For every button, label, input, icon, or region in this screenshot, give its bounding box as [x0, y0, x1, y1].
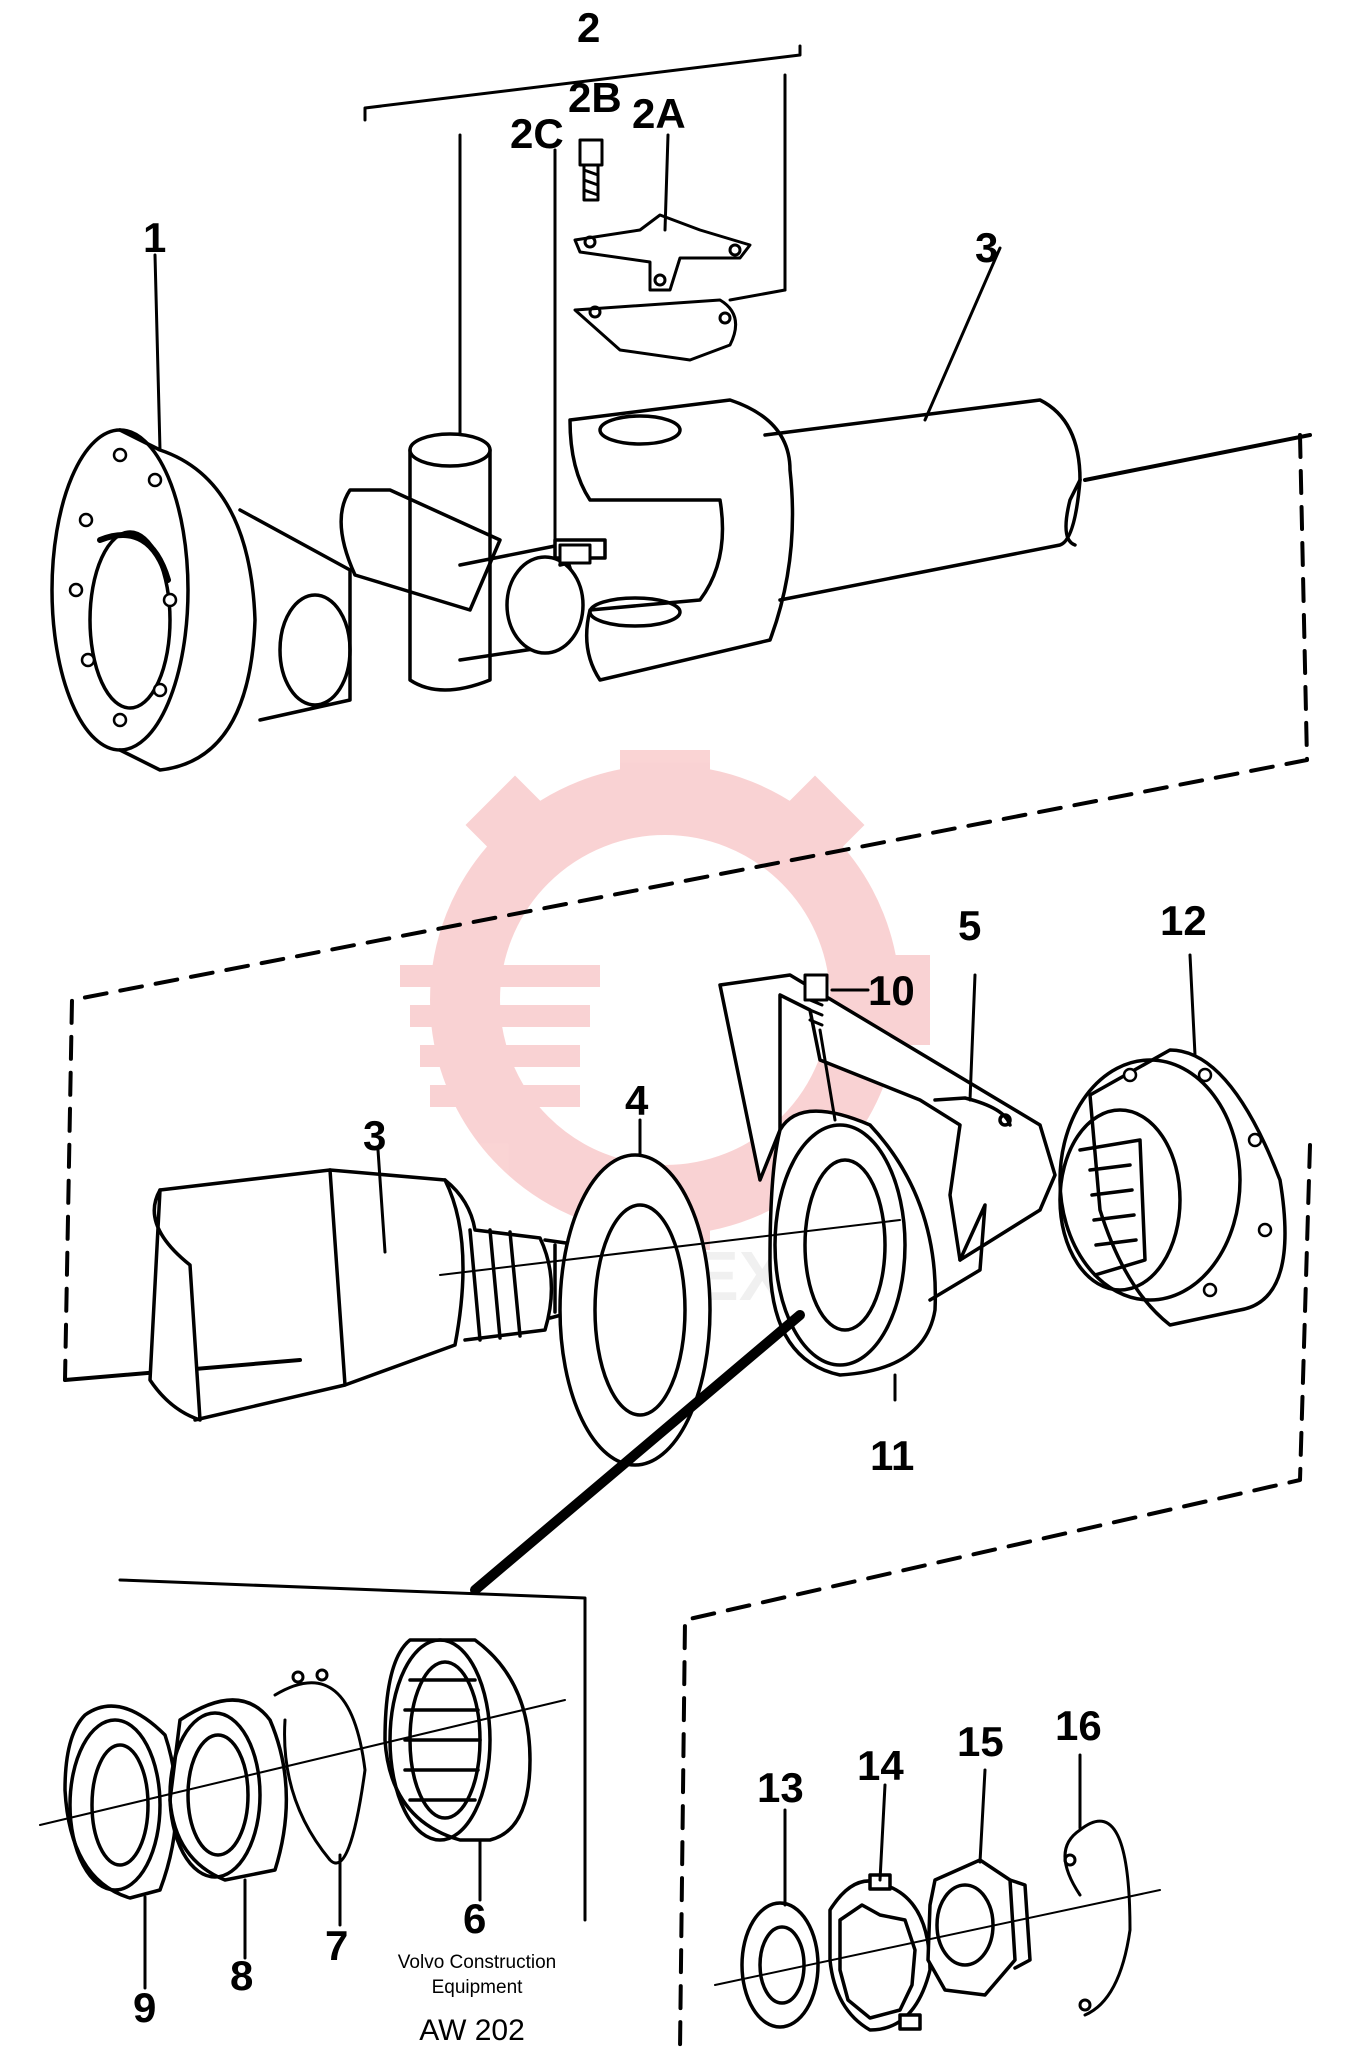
- axis-line-bottom: [714, 1889, 1161, 1986]
- callout-11: 11: [870, 1432, 914, 1479]
- leader-12: [1188, 953, 1197, 1057]
- callout-labels: 2 2B 2A 2C 1 3 5 12 10 3 4 11 16 15 14 1…: [133, 4, 1207, 2031]
- bearing-bracket-5: [718, 973, 1057, 1262]
- dashed-center-line: [63, 433, 1312, 2052]
- callout-16: 16: [1055, 1702, 1102, 1749]
- callout-2c: 2C: [510, 110, 564, 157]
- callout-1: 1: [143, 214, 166, 261]
- output-flange-12: [1058, 1048, 1287, 1327]
- callout-3-mid: 3: [363, 1112, 386, 1159]
- callout-4: 4: [625, 1077, 649, 1124]
- diagram-code: AW 202: [419, 2014, 525, 2047]
- callout-5: 5: [958, 902, 981, 949]
- axis-line-detail: [39, 1699, 566, 1826]
- credit-line-2: Equipment: [432, 1977, 524, 1998]
- callout-8: 8: [230, 1952, 253, 1999]
- callout-10: 10: [868, 967, 915, 1014]
- callout-14: 14: [857, 1742, 904, 1789]
- callout-6: 6: [463, 1895, 486, 1942]
- grease-nipple-10: [803, 973, 837, 1122]
- leader-3-mid: [376, 1148, 387, 1254]
- callout-2: 2: [577, 4, 600, 51]
- lock-plate-2a: [573, 213, 752, 292]
- group-bracket-2: [363, 44, 802, 122]
- detail-pointer: [470, 1310, 805, 1595]
- callout-2a: 2A: [632, 90, 686, 137]
- hex-nut-15: [926, 1858, 1032, 1997]
- callout-13: 13: [757, 1764, 804, 1811]
- roller-bearing-6: [383, 1638, 532, 1842]
- callout-2b: 2B: [568, 74, 622, 121]
- leader-1: [153, 253, 162, 452]
- splined-shaft-3-mid: [148, 1168, 587, 1422]
- leader-14: [878, 1783, 887, 1882]
- leader-3-top: [923, 246, 1002, 422]
- circlip-7: [273, 1668, 367, 1865]
- credit-block: Volvo Construction Equipment AW 202: [398, 1952, 556, 2047]
- seal-9: [63, 1704, 179, 1900]
- grease-nipple-2c: [558, 543, 592, 565]
- washer-4: [558, 1153, 712, 1467]
- detail-box: [118, 1578, 587, 1922]
- leader-5: [968, 973, 977, 1102]
- circlip-16: [1063, 1819, 1132, 2017]
- lock-washer-14: [828, 1873, 932, 2032]
- bearing-housing-11: [768, 1109, 987, 1377]
- callout-12: 12: [1160, 897, 1207, 944]
- cover-plate-2: [573, 298, 738, 362]
- axis-line-mid: [439, 1219, 901, 1276]
- leader-15: [978, 1768, 987, 1864]
- callout-7: 7: [325, 1922, 348, 1969]
- leader-2a: [663, 133, 670, 232]
- callout-9: 9: [133, 1984, 156, 2031]
- callout-15: 15: [957, 1718, 1004, 1765]
- bolt-2b: [578, 138, 604, 202]
- companion-flange-1: [50, 428, 352, 772]
- yoke-tube-3-top: [568, 398, 1082, 682]
- callout-3-top: 3: [975, 224, 998, 271]
- credit-line-1: Volvo Construction: [398, 1952, 556, 1973]
